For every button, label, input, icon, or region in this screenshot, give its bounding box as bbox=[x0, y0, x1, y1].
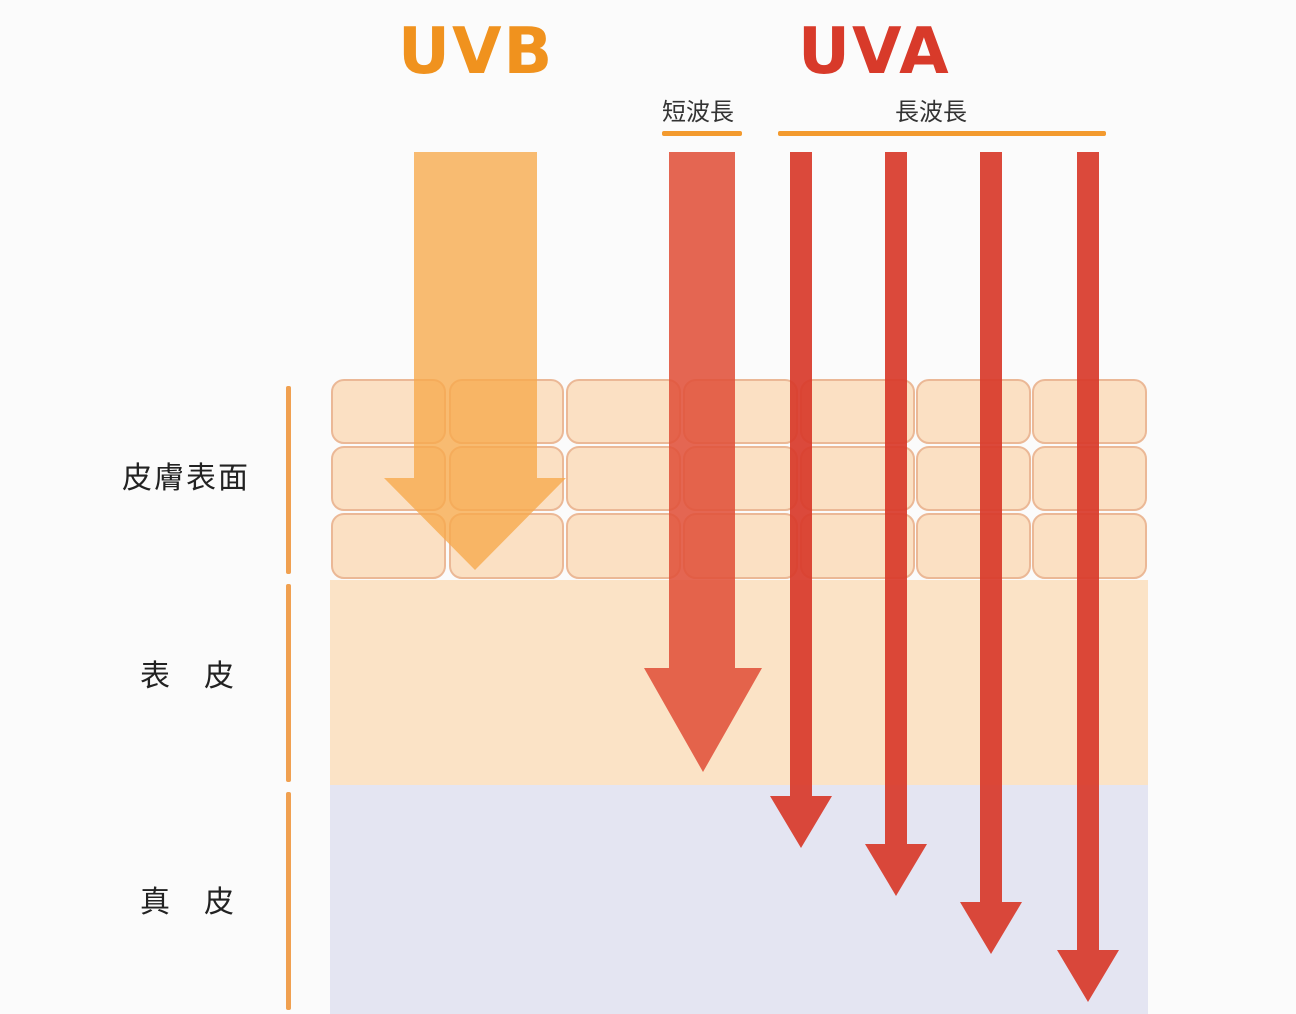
dermis-layer bbox=[330, 785, 1148, 1014]
surface-bracket bbox=[286, 386, 291, 574]
skin-cell bbox=[916, 513, 1031, 579]
uva-short-wave-arrow bbox=[644, 152, 762, 772]
dermis-bracket bbox=[286, 792, 291, 1010]
uva-title: UVA bbox=[798, 15, 951, 89]
uva-long-wave-arrow-4 bbox=[1057, 152, 1119, 1002]
skin-cell bbox=[916, 446, 1031, 511]
dermis-label: 真 皮 bbox=[140, 885, 236, 920]
uva-long-wave-arrow-3 bbox=[960, 152, 1022, 954]
uva-long-wave-label: 長波長 bbox=[895, 98, 967, 126]
skin-cell bbox=[916, 379, 1031, 444]
epidermis-label: 表 皮 bbox=[140, 659, 236, 694]
uva-long-wave-arrow-1 bbox=[770, 152, 832, 848]
uva-short-wave-label: 短波長 bbox=[662, 98, 734, 126]
uvb-title: UVB bbox=[398, 15, 555, 89]
uva-long-wave-arrow-2 bbox=[865, 152, 927, 896]
skin-cell bbox=[566, 379, 681, 444]
uvb-arrow bbox=[384, 152, 566, 570]
epidermis-bracket bbox=[286, 584, 291, 782]
skin-cell bbox=[331, 513, 446, 579]
skin-cell bbox=[566, 446, 681, 511]
skin-surface-label: 皮膚表面 bbox=[122, 461, 250, 496]
uva-long-wave-underline bbox=[778, 131, 1106, 136]
uva-short-wave-underline bbox=[662, 131, 742, 136]
skin-cell bbox=[566, 513, 681, 579]
